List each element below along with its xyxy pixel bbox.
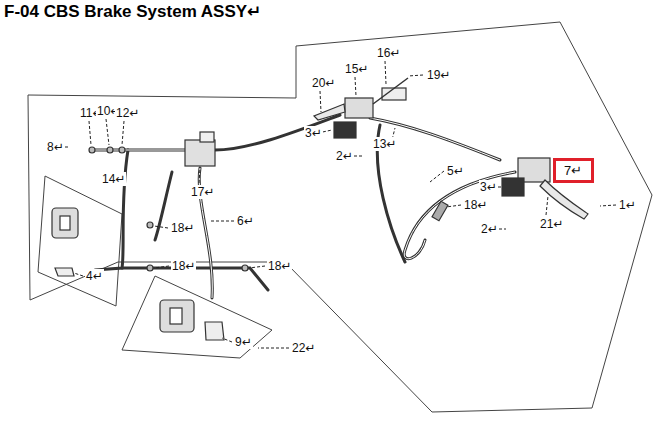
brake-pad <box>170 308 182 324</box>
rear-caliper-region <box>122 276 272 358</box>
callout-number: 18↵ <box>267 259 292 273</box>
leader-line <box>154 226 168 228</box>
leader-line <box>210 221 234 222</box>
leader-line <box>385 61 386 84</box>
front-caliper <box>52 208 78 276</box>
washer <box>107 147 113 153</box>
diagram-title: F-04 CBS Brake System ASSY↵ <box>4 1 261 23</box>
leader-line <box>122 121 124 145</box>
leader-line <box>199 168 200 183</box>
bracket <box>55 268 74 276</box>
callout-number: 18↵ <box>171 259 196 273</box>
clip <box>147 265 153 271</box>
callout-number: 15↵ <box>344 62 369 76</box>
cbs-distributor <box>185 132 215 166</box>
callout-number: 18↵ <box>463 198 488 212</box>
callout-number: 3↵ <box>479 180 498 194</box>
leader-line <box>89 121 91 145</box>
bracket <box>205 322 224 340</box>
rear-caliper <box>160 300 224 340</box>
callout-number: 13↵ <box>372 137 397 151</box>
switch-block <box>334 122 356 138</box>
leader-line <box>106 119 109 145</box>
callout-number: 22↵ <box>291 341 316 355</box>
bolt <box>373 78 408 104</box>
leader-lines <box>60 61 616 348</box>
washer <box>119 147 125 153</box>
callout-number: 21↵ <box>539 217 564 231</box>
brake-lines-inner <box>92 118 515 298</box>
leader-line <box>74 273 83 276</box>
hose-core <box>92 150 185 151</box>
callout-number: 2↵ <box>480 222 499 236</box>
callout-number: 17↵ <box>190 185 215 199</box>
callout-number: 8↵ <box>46 140 65 154</box>
leader-line <box>430 171 444 182</box>
highlight-box: 7↵ <box>553 158 594 183</box>
assembly-frame <box>28 22 652 412</box>
region-outlines <box>28 22 652 412</box>
leader-line <box>446 205 461 207</box>
callout-number: 6↵ <box>236 214 255 228</box>
front-caliper-region <box>38 176 122 306</box>
brake-lever <box>540 180 588 219</box>
leader-line <box>154 266 169 268</box>
brake-hose <box>95 150 128 270</box>
hose-core <box>404 172 515 259</box>
brake-lever <box>314 104 345 120</box>
banjo-bolt <box>89 147 95 153</box>
caliper-body <box>52 208 78 238</box>
hose-core <box>370 118 500 160</box>
brake-hose <box>92 149 185 152</box>
leader-line <box>249 266 265 268</box>
callout-number: 3↵ <box>304 126 323 140</box>
brake-cable <box>215 115 340 150</box>
leader-line <box>320 91 321 112</box>
leader-line <box>258 348 289 349</box>
callout-number: 19↵ <box>426 68 451 82</box>
caliper-body <box>160 300 194 332</box>
callout-number: 4↵ <box>85 269 104 283</box>
callout-number: 9↵ <box>234 335 253 349</box>
callout-number: 12↵ <box>115 106 140 120</box>
brake-pad <box>60 216 70 230</box>
leader-line <box>408 75 423 76</box>
distributor-body <box>185 140 215 166</box>
callout-number: 16↵ <box>376 46 401 60</box>
brake-cable <box>370 118 500 160</box>
clip <box>147 222 153 228</box>
callout-number: 5↵ <box>446 164 465 178</box>
leader-line <box>546 196 548 215</box>
callout-number: 20↵ <box>311 76 336 90</box>
callout-number: 2↵ <box>335 149 354 163</box>
cable-clips <box>89 147 248 271</box>
clip <box>242 265 248 271</box>
callout-number: 7↵ <box>564 163 583 178</box>
leader-line <box>355 77 356 96</box>
callout-number: 14↵ <box>101 172 126 186</box>
brake-cable <box>404 172 515 259</box>
distributor-cap <box>200 132 214 142</box>
leader-line <box>222 338 232 342</box>
callout-number: 18↵ <box>170 221 195 235</box>
leader-line <box>600 205 616 206</box>
master-cylinder <box>345 98 373 118</box>
switch-block <box>502 178 524 196</box>
callout-number: 1↵ <box>618 198 637 212</box>
right-lever-assembly <box>432 158 588 221</box>
cable-adjuster <box>432 201 448 221</box>
brake-lines <box>92 115 515 298</box>
